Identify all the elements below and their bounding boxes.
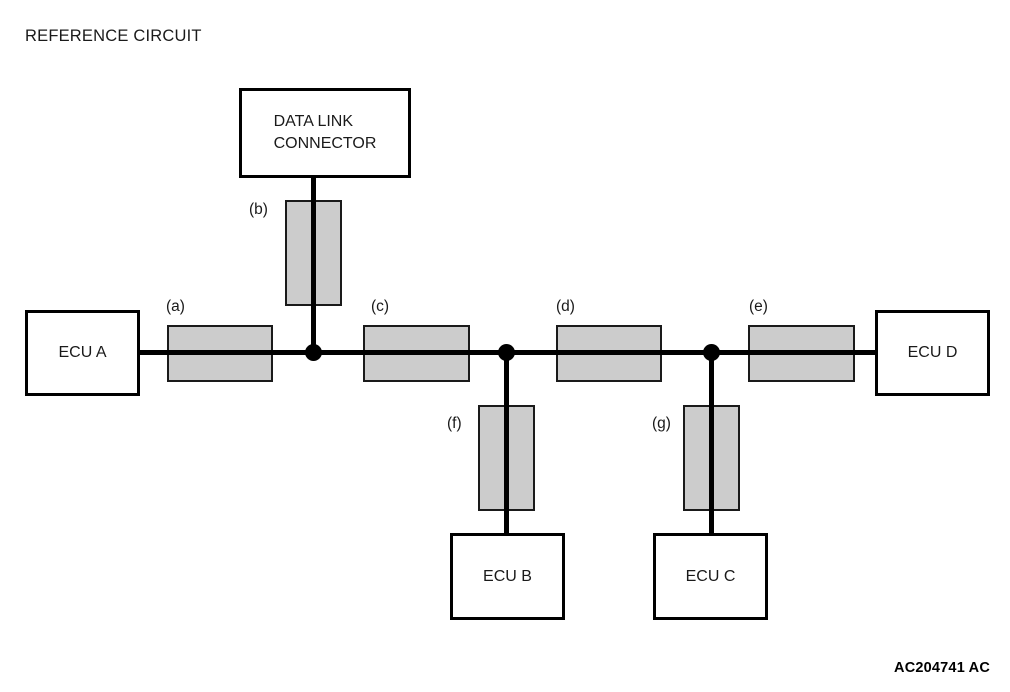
ref-label-a: (a) xyxy=(166,298,185,315)
node-data-link-connector-label: DATA LINK CONNECTOR xyxy=(273,113,377,152)
node-ecu-d-label: ECU D xyxy=(907,344,958,362)
node-ecu-b: ECU B xyxy=(450,533,565,620)
junction-dot-1 xyxy=(304,343,322,361)
junction-dot-3 xyxy=(702,343,720,361)
node-data-link-connector: DATA LINK CONNECTOR xyxy=(239,88,411,178)
ref-label-e: (e) xyxy=(749,298,768,315)
node-ecu-c-label: ECU C xyxy=(685,567,736,585)
page-title: REFERENCE CIRCUIT xyxy=(25,27,202,45)
ecu-b-drop-wire xyxy=(503,352,509,535)
junction-dot-2 xyxy=(497,343,515,361)
node-ecu-c: ECU C xyxy=(653,533,768,620)
ref-label-d: (d) xyxy=(556,298,575,315)
ref-label-g: (g) xyxy=(652,415,671,432)
node-ecu-d: ECU D xyxy=(875,310,990,396)
ecu-c-drop-wire xyxy=(708,352,714,535)
ref-label-c: (c) xyxy=(371,298,390,315)
figure-code: AC204741 AC xyxy=(894,660,990,676)
dlc-drop-wire xyxy=(310,178,316,354)
node-ecu-b-label: ECU B xyxy=(483,567,532,585)
node-ecu-a-label: ECU A xyxy=(58,344,107,362)
ref-label-f: (f) xyxy=(447,415,462,432)
ref-label-b: (b) xyxy=(249,201,268,218)
node-ecu-a: ECU A xyxy=(25,310,140,396)
